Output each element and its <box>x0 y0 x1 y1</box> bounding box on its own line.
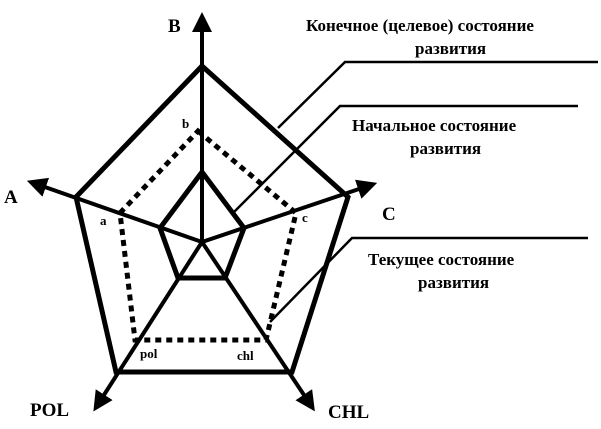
axis-chl <box>200 240 315 412</box>
target-state-label-line1: Конечное (целевое) состояние <box>306 16 534 35</box>
current-state-label-line1: Текущее состояние <box>368 250 515 269</box>
target-state-label-line2: развития <box>415 39 486 58</box>
target-state-pentagon <box>73 62 351 375</box>
initial-state-pentagon <box>157 167 247 281</box>
axis-pol <box>93 240 204 412</box>
current-state-polygon <box>117 127 299 343</box>
current-state-label-line2: развития <box>418 273 489 292</box>
point-label-chl: chl <box>237 348 254 363</box>
initial-state-label-line1: Начальное состояние <box>352 116 517 135</box>
point-label-a: a <box>100 213 107 228</box>
initial-state-label-line2: развития <box>410 139 481 158</box>
axis-label-chl: CHL <box>328 402 369 423</box>
point-label-c: c <box>302 210 308 225</box>
current-callout-leader <box>269 236 588 323</box>
axis-label-pol: POL <box>30 400 69 421</box>
target-callout-leader <box>277 60 598 129</box>
axis-label-b: B <box>168 16 181 37</box>
point-label-b: b <box>182 116 189 131</box>
axis-c <box>201 179 378 244</box>
point-label-pol: pol <box>140 346 158 361</box>
axis-label-a: A <box>4 187 18 208</box>
axis-label-c: C <box>382 204 396 225</box>
initial-callout-leader <box>232 104 578 214</box>
axis-a <box>26 177 203 244</box>
